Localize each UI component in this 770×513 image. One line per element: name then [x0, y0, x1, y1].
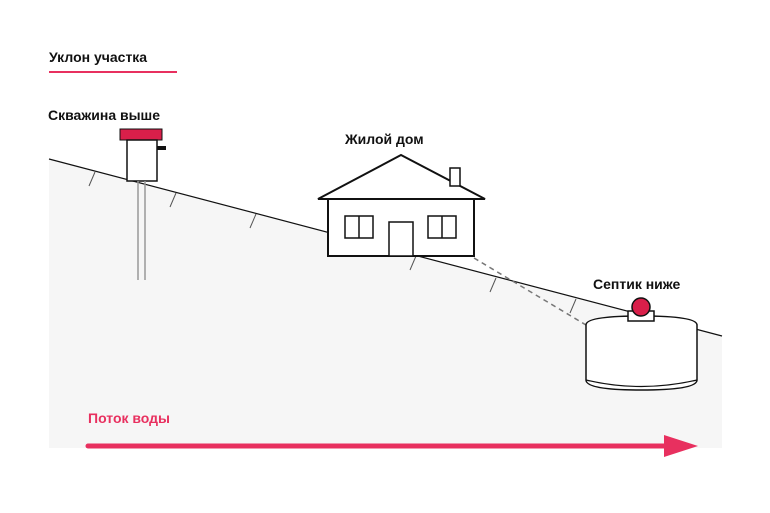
house-label: Жилой дом [345, 131, 424, 147]
sewer-pipe [473, 257, 587, 326]
slope-ticks [88, 171, 577, 314]
ground-area [49, 159, 722, 448]
well-cap [119, 128, 163, 141]
septic-tank-body [585, 315, 698, 391]
well-icon [119, 128, 166, 280]
title-underline [49, 71, 177, 73]
well-head [126, 139, 158, 182]
arrow-right-icon [85, 435, 698, 457]
house-window-right [427, 215, 457, 239]
house-window-left [344, 215, 374, 239]
house-icon [317, 153, 486, 257]
septic-label: Септик ниже [593, 276, 681, 292]
septic-tank-icon [585, 297, 698, 391]
well-label: Скважина выше [48, 107, 161, 123]
diagram-title: Уклон участка [49, 49, 148, 65]
house-door [388, 221, 414, 257]
house-chimney [449, 167, 461, 187]
well-handle [157, 146, 166, 150]
flow-label: Поток воды [88, 410, 171, 426]
septic-hatch-cover [631, 297, 651, 317]
